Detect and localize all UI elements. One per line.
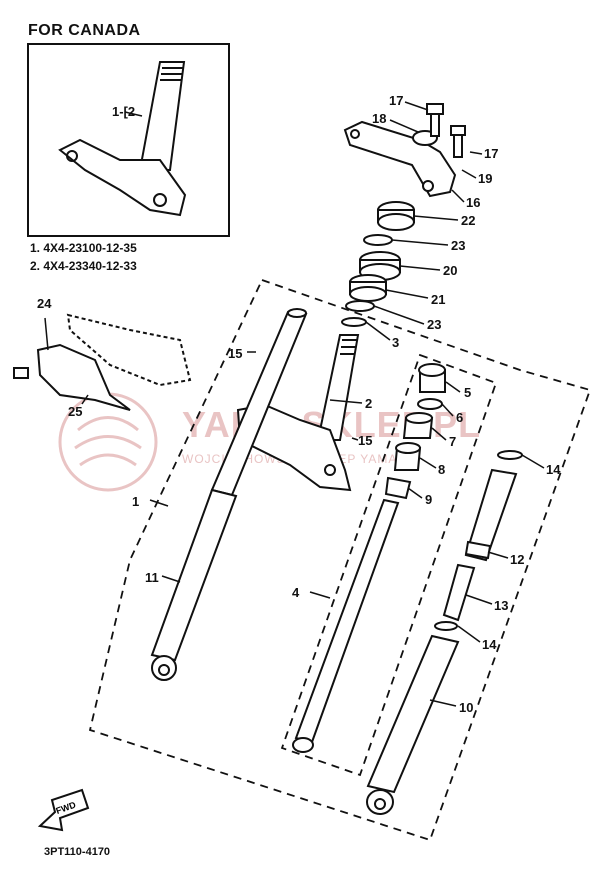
diagram-code: 3PT110-4170 <box>44 846 111 858</box>
outer-tube <box>366 450 523 815</box>
callout-6: 6 <box>456 410 464 425</box>
bolts-17 <box>426 103 466 158</box>
forward-arrow-icon: FWD <box>37 788 90 832</box>
inset-note-1: 1. 4X4-23100-12-35 <box>30 241 137 255</box>
callout-24: 24 <box>37 296 52 311</box>
bracket-24 <box>13 313 192 411</box>
callout-5: 5 <box>464 385 472 400</box>
callout-14a: 14 <box>546 462 561 477</box>
callout-3: 3 <box>392 335 400 350</box>
callout-18: 18 <box>372 111 387 126</box>
callout-17b: 17 <box>484 146 499 161</box>
callout-17a: 17 <box>389 93 404 108</box>
callout-13: 13 <box>494 598 509 613</box>
inset-steering-stem <box>58 61 187 217</box>
callout-23b: 23 <box>427 317 442 332</box>
callout-2: 2 <box>365 396 373 411</box>
callout-21: 21 <box>431 292 446 307</box>
inset-title: FOR CANADA <box>28 22 141 39</box>
callout-15a: 15 <box>228 346 243 361</box>
callout-10: 10 <box>459 700 474 715</box>
callout-11: 11 <box>145 570 159 585</box>
callout-8: 8 <box>438 462 446 477</box>
seal-stack <box>384 363 446 500</box>
callout-20: 20 <box>443 263 458 278</box>
callout-7: 7 <box>449 434 457 449</box>
callout-22: 22 <box>461 213 476 228</box>
callout-23a: 23 <box>451 238 466 253</box>
assembly-outline <box>88 278 592 842</box>
callout-16: 16 <box>466 195 481 210</box>
damper-rod <box>292 498 400 753</box>
callout-19: 19 <box>478 171 493 186</box>
callout-9: 9 <box>425 492 433 507</box>
inset-note-2: 2. 4X4-23340-12-33 <box>30 259 137 273</box>
steering-stem <box>236 334 360 492</box>
inset-callout: 1-[2 <box>112 104 136 119</box>
callout-14b: 14 <box>482 637 497 652</box>
inner-tube-left <box>150 308 308 681</box>
bearing-stack <box>341 201 415 327</box>
upper-bracket <box>343 120 457 198</box>
callout-4: 4 <box>292 585 300 600</box>
callout-25: 25 <box>68 404 83 419</box>
callout-1: 1 <box>132 494 140 509</box>
callout-15b: 15 <box>358 433 373 448</box>
inset-box <box>27 43 230 237</box>
callout-12: 12 <box>510 552 525 567</box>
